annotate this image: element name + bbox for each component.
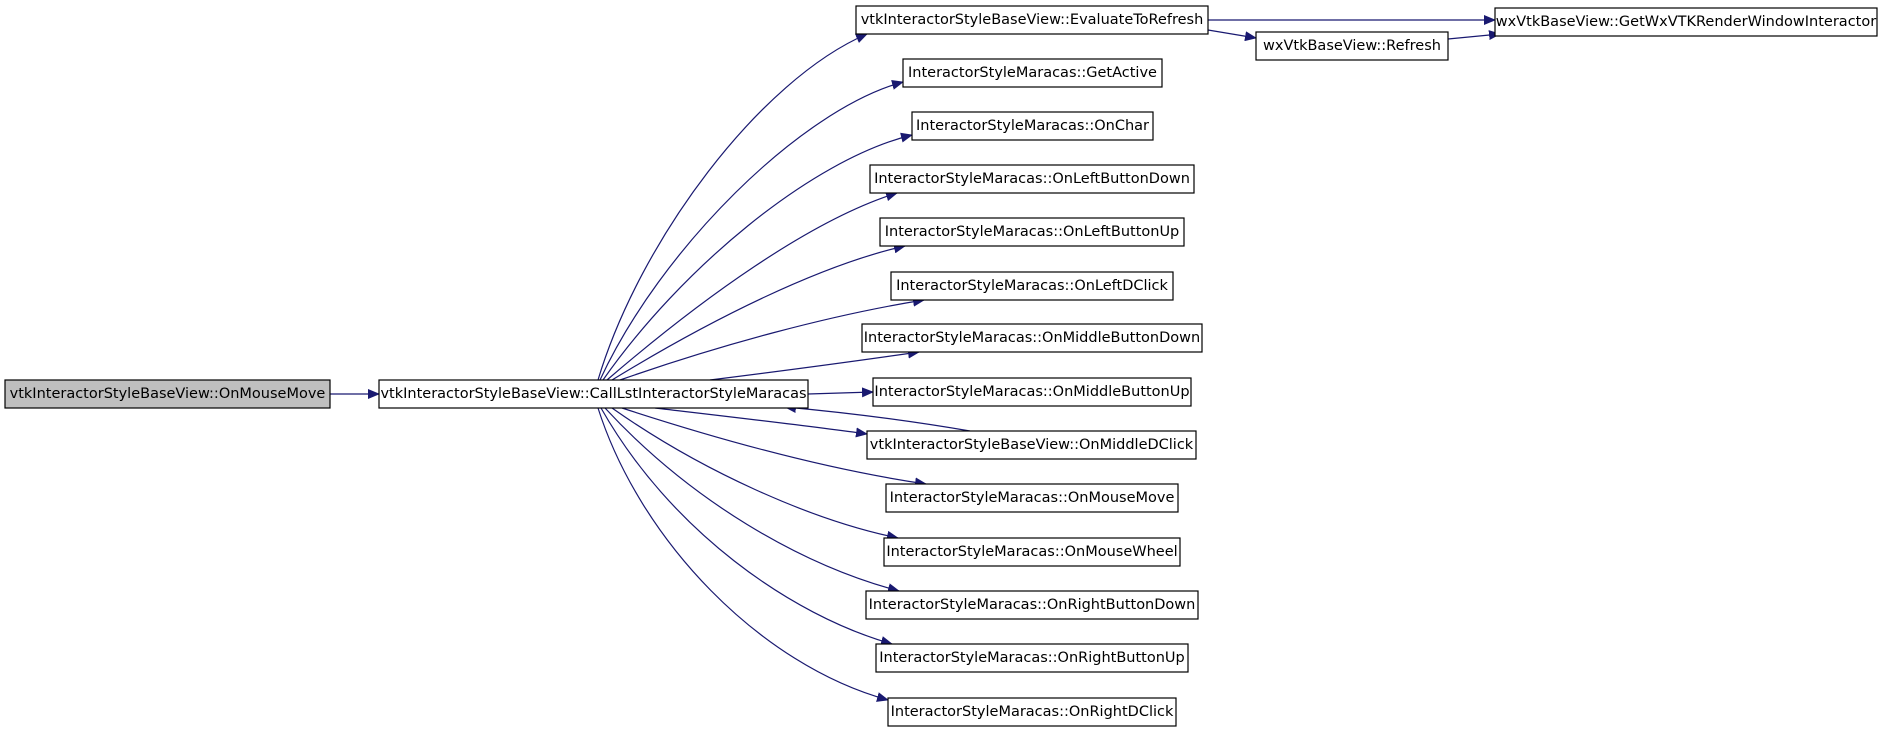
edge-call-to-onchar: [602, 132, 913, 381]
node-call[interactable]: vtkInteractorStyleBaseView::CallLstInter…: [378, 379, 809, 409]
node-label: InteractorStyleMaracas::OnRightButtonUp: [879, 650, 1184, 666]
node-box: [872, 377, 1192, 407]
node-box: [4, 379, 331, 409]
node-box: [890, 271, 1174, 301]
node-rbu[interactable]: InteractorStyleMaracas::OnRightButtonUp: [875, 643, 1189, 673]
node-label: InteractorStyleMaracas::OnMiddleButtonDo…: [864, 330, 1200, 346]
node-label: InteractorStyleMaracas::OnRightButtonDow…: [869, 597, 1196, 613]
node-label: vtkInteractorStyleBaseView::OnMiddleDCli…: [870, 437, 1194, 453]
node-onchar[interactable]: InteractorStyleMaracas::OnChar: [911, 111, 1154, 141]
node-label: wxVtkBaseView::GetWxVTKRenderWindowInter…: [1496, 14, 1876, 30]
node-box: [902, 58, 1163, 88]
node-box: [911, 111, 1154, 141]
node-label: InteractorStyleMaracas::OnLeftButtonDown: [874, 171, 1190, 187]
node-label: InteractorStyleMaracas::OnRightDClick: [891, 704, 1174, 720]
node-box: [879, 217, 1185, 247]
node-label: InteractorStyleMaracas::OnLeftButtonUp: [885, 224, 1180, 240]
edge-call-to-eval: [597, 33, 868, 381]
node-box: [875, 643, 1189, 673]
edge-eval-to-refresh: [1207, 29, 1257, 42]
node-box: [1255, 31, 1449, 61]
node-box: [865, 590, 1199, 620]
edge-call-to-rbd: [604, 407, 900, 594]
node-box: [855, 5, 1209, 35]
node-refresh[interactable]: wxVtkBaseView::Refresh: [1255, 31, 1449, 61]
node-mbd[interactable]: InteractorStyleMaracas::OnMiddleButtonDo…: [861, 323, 1203, 353]
edge-call-to-mm: [621, 407, 927, 488]
node-label: InteractorStyleMaracas::OnMouseWheel: [886, 544, 1177, 560]
edge-call-to-mw: [611, 407, 899, 541]
edge-call-to-lbd: [606, 191, 898, 381]
edge-call-to-lbu: [611, 243, 906, 381]
node-mdc[interactable]: vtkInteractorStyleBaseView::OnMiddleDCli…: [866, 430, 1197, 460]
node-ldc[interactable]: InteractorStyleMaracas::OnLeftDClick: [890, 271, 1174, 301]
node-rdc[interactable]: InteractorStyleMaracas::OnRightDClick: [887, 697, 1177, 727]
node-root[interactable]: vtkInteractorStyleBaseView::OnMouseMove: [4, 379, 331, 409]
node-mm[interactable]: InteractorStyleMaracas::OnMouseMove: [885, 483, 1179, 513]
node-label: vtkInteractorStyleBaseView::EvaluateToRe…: [861, 12, 1204, 28]
node-box: [869, 164, 1195, 194]
node-box: [378, 379, 809, 409]
node-lbd[interactable]: InteractorStyleMaracas::OnLeftButtonDown: [869, 164, 1195, 194]
edge-refresh-to-getwx: [1447, 30, 1501, 41]
edges-layer: [330, 15, 1501, 702]
edge-call-to-rbu: [600, 407, 893, 646]
node-label: vtkInteractorStyleBaseView::CallLstInter…: [380, 386, 806, 402]
node-eval[interactable]: vtkInteractorStyleBaseView::EvaluateToRe…: [855, 5, 1209, 35]
edge-mdc-to-call: [784, 403, 971, 432]
node-label: InteractorStyleMaracas::OnLeftDClick: [896, 278, 1168, 294]
node-box: [887, 697, 1177, 727]
node-box: [861, 323, 1203, 353]
edge-call-to-mdc: [654, 407, 868, 438]
node-box: [883, 537, 1181, 567]
node-getactive[interactable]: InteractorStyleMaracas::GetActive: [902, 58, 1163, 88]
node-label: wxVtkBaseView::Refresh: [1263, 38, 1441, 54]
node-rbd[interactable]: InteractorStyleMaracas::OnRightButtonDow…: [865, 590, 1199, 620]
edge-call-to-getactive: [599, 80, 904, 381]
node-box: [885, 483, 1179, 513]
edge-call-to-mbu: [807, 387, 874, 398]
node-mw[interactable]: InteractorStyleMaracas::OnMouseWheel: [883, 537, 1181, 567]
node-label: InteractorStyleMaracas::OnMouseMove: [890, 490, 1175, 506]
node-getwx[interactable]: wxVtkBaseView::GetWxVTKRenderWindowInter…: [1494, 7, 1878, 37]
node-label: InteractorStyleMaracas::OnChar: [916, 118, 1149, 134]
edge-call-to-rdc: [597, 407, 889, 702]
node-label: InteractorStyleMaracas::OnMiddleButtonUp: [874, 384, 1189, 400]
node-mbu[interactable]: InteractorStyleMaracas::OnMiddleButtonUp: [872, 377, 1192, 407]
node-box: [866, 430, 1197, 460]
node-box: [1494, 7, 1878, 37]
edge-call-to-mbd: [709, 348, 920, 381]
node-label: InteractorStyleMaracas::GetActive: [908, 65, 1157, 81]
node-lbu[interactable]: InteractorStyleMaracas::OnLeftButtonUp: [879, 217, 1185, 247]
node-label: vtkInteractorStyleBaseView::OnMouseMove: [10, 386, 326, 402]
edge-call-to-ldc: [619, 296, 925, 381]
